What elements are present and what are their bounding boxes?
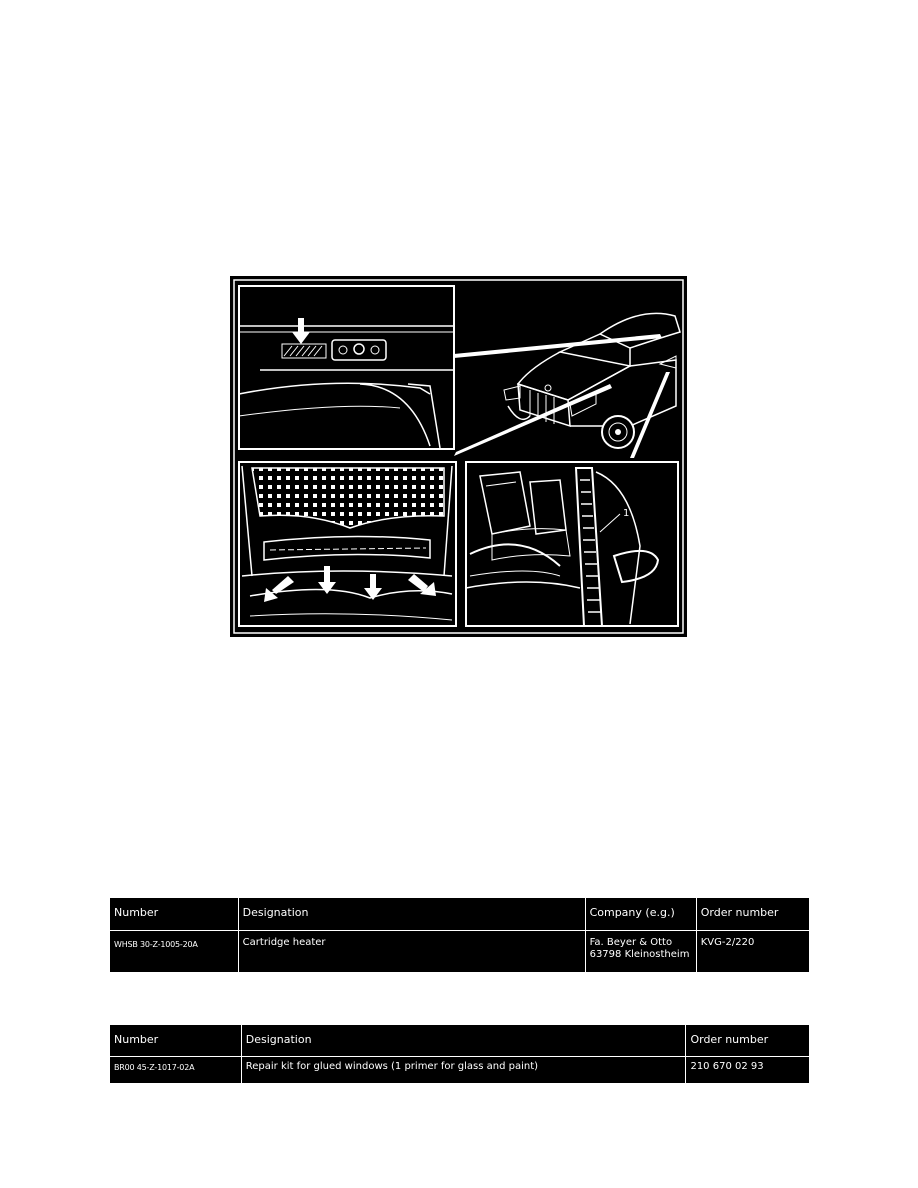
- leader-lines: [454, 334, 670, 458]
- table-row: BR00 45-Z-1017-02A Repair kit for glued …: [109, 1055, 810, 1085]
- panel-label-detail: [238, 285, 455, 450]
- arrow-down-icon: [318, 566, 336, 594]
- materials-table: Number Designation Order number BR00 45-…: [109, 1024, 810, 1085]
- order-number: 210 670 02 93: [685, 1055, 810, 1085]
- arrow-diagonal-icon: [408, 574, 436, 596]
- header-cell: Order number: [695, 897, 811, 931]
- company-name: Fa. Beyer & Otto: [589, 936, 673, 948]
- car-overview: [503, 312, 681, 449]
- label-sticker: [281, 343, 327, 359]
- header-cell: Designation: [237, 897, 586, 931]
- part-number: WHSB 30-Z-1005-20A: [109, 929, 239, 974]
- tools-table: Number Designation Company (e.g.) Order …: [109, 897, 811, 974]
- callout-label: 1: [623, 508, 629, 519]
- order-number: KVG-2/220: [695, 929, 811, 974]
- arrow-down-icon: [364, 574, 382, 600]
- illustration-drawing: 1: [233, 279, 684, 634]
- table-header-row: Number Designation Company (e.g.) Order …: [109, 897, 811, 931]
- designation: Cartridge heater: [237, 929, 586, 974]
- technical-illustration: 1: [230, 276, 687, 637]
- header-cell: Company (e.g.): [584, 897, 697, 931]
- panel-cowl-detail: [238, 461, 457, 627]
- arrow-down-icon: [292, 318, 310, 344]
- sensor-module: [331, 339, 387, 361]
- table-row: WHSB 30-Z-1005-20A Cartridge heater Fa. …: [109, 929, 811, 974]
- header-cell: Number: [109, 1024, 242, 1057]
- company: Fa. Beyer & Otto 63798 Kleinostheim: [584, 929, 697, 974]
- part-number: BR00 45-Z-1017-02A: [109, 1055, 242, 1085]
- table-header-row: Number Designation Order number: [109, 1024, 810, 1057]
- panel-interior-detail: [465, 461, 679, 627]
- company-address: 63798 Kleinostheim: [589, 948, 690, 960]
- header-cell: Number: [109, 897, 239, 931]
- arrow-diagonal-icon: [264, 576, 294, 602]
- header-cell: Order number: [685, 1024, 810, 1057]
- header-cell: Designation: [240, 1024, 687, 1057]
- designation: Repair kit for glued windows (1 primer f…: [240, 1055, 687, 1085]
